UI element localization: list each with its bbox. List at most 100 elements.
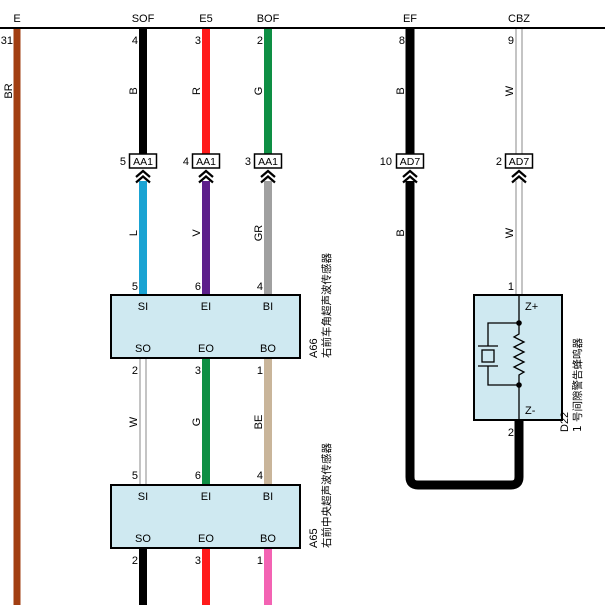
pin-number-cbz: 9	[508, 35, 514, 47]
pin-number-d22-z-plus: 1	[508, 281, 514, 293]
color-code-e5: R	[191, 87, 203, 95]
color-code-v: V	[191, 229, 203, 237]
color-code-e: BR	[3, 83, 15, 98]
component-id: A65	[308, 528, 320, 548]
color-code-g-a66-a65: G	[191, 418, 203, 427]
pin-number-d22-z-minus: 2	[508, 427, 514, 439]
pin-label-a65-bo: BO	[260, 533, 276, 545]
connector-name: AA1	[196, 156, 216, 168]
connector-pin: 10	[380, 156, 392, 168]
connector-box	[504, 153, 534, 169]
color-code-be-a66-a65: BE	[253, 415, 265, 430]
pin-label-a65-so: SO	[135, 533, 151, 545]
pin-number-a66-eo: 3	[195, 365, 201, 377]
connector-box	[253, 153, 283, 169]
component-a65: 5 6 4 SI EI BI SO EO BO 2 3 1 A65 右前中央超声…	[110, 443, 333, 567]
pin-number-sof: 4	[132, 35, 138, 47]
pin-number-e5: 3	[195, 35, 201, 47]
pin-label-a65-ei: EI	[201, 491, 211, 503]
component-id: A66	[308, 338, 320, 358]
pin-label-d22-z-plus: Z+	[525, 301, 538, 313]
connector-chevron-icon	[511, 169, 527, 184]
connector-pin: 4	[183, 156, 189, 168]
connector-chevron-icon	[135, 169, 151, 184]
connector-name: AA1	[258, 156, 278, 168]
pin-number-a65-bi: 4	[257, 470, 263, 482]
pin-label-d22-z-minus: Z-	[525, 405, 536, 417]
component-box	[473, 294, 563, 421]
piezo-element-icon	[481, 349, 495, 363]
connector-pin: 2	[496, 156, 502, 168]
pin-number-a66-ei: 6	[195, 281, 201, 293]
pin-label-a66-bo: BO	[260, 343, 276, 355]
buzzer-lead-top	[487, 296, 520, 346]
component-name: 1 号间隙警告蜂鸣器	[571, 337, 584, 432]
pin-number-ef: 8	[399, 35, 405, 47]
junction-dot-bottom	[516, 382, 522, 388]
junction-dot-top	[516, 320, 522, 326]
pin-number-a66-bo: 1	[257, 365, 263, 377]
pin-label-a65-si: SI	[138, 491, 148, 503]
color-code-gr: GR	[253, 225, 265, 242]
connector-chevron-icon	[402, 169, 418, 184]
pin-number-a66-so: 2	[132, 365, 138, 377]
color-code-w-a66-a65: W	[128, 416, 140, 427]
circuit-label-ef: EF	[403, 13, 417, 25]
color-code-bof: G	[253, 87, 265, 96]
component-d22: 1 Z+ Z- 2 D22 1 号间隙警告蜂鸣器	[473, 281, 584, 439]
connector-box	[191, 153, 221, 169]
pin-number-a66-si: 5	[132, 281, 138, 293]
circuit-label-e5: E5	[199, 13, 212, 25]
pin-number-a65-eo: 3	[195, 555, 201, 567]
pin-number-a65-ei: 6	[195, 470, 201, 482]
connector-name: AD7	[509, 156, 530, 168]
inline-connector-aa1-4: AA1 4	[183, 153, 221, 184]
connector-name: AD7	[400, 156, 421, 168]
inline-connector-ad7-10: AD7 10	[380, 153, 425, 184]
circuit-label-e: E	[13, 13, 20, 25]
component-id: D22	[559, 412, 571, 432]
circuit-label-cbz: CBZ	[508, 13, 530, 25]
connector-box	[395, 153, 425, 169]
component-name: 右前车角超声波传感器	[320, 253, 333, 358]
component-name: 右前中央超声波传感器	[320, 443, 333, 548]
pin-label-a66-eo: EO	[198, 343, 214, 355]
connector-chevron-icon	[260, 169, 276, 184]
pin-label-a66-bi: BI	[263, 301, 273, 313]
color-code-ef: B	[395, 87, 407, 94]
inline-connector-ad7-2: AD7 2	[496, 153, 534, 184]
pin-number-a65-so: 2	[132, 555, 138, 567]
pin-label-a66-si: SI	[138, 301, 148, 313]
circuit-label-sof: SOF	[132, 13, 155, 25]
connector-name: AA1	[133, 156, 153, 168]
connector-chevron-icon	[198, 169, 214, 184]
connector-pin: 3	[245, 156, 251, 168]
pin-label-a66-so: SO	[135, 343, 151, 355]
wire-ef-branch	[405, 181, 524, 490]
connector-box	[128, 153, 158, 169]
component-box	[110, 294, 301, 359]
connector-pin: 5	[120, 156, 126, 168]
pin-number-e: 31	[1, 35, 13, 47]
resistor-icon	[512, 323, 526, 385]
inline-connector-aa1-3: AA1 3	[245, 153, 283, 184]
color-code-l: L	[128, 230, 140, 236]
pin-number-bof: 2	[257, 35, 263, 47]
pin-label-a65-bi: BI	[263, 491, 273, 503]
buzzer-symbol-icon	[478, 296, 526, 419]
pin-label-a66-ei: EI	[201, 301, 211, 313]
circuit-label-bof: BOF	[257, 13, 280, 25]
component-box	[110, 484, 301, 549]
color-code-sof: B	[128, 87, 140, 94]
buzzer-lead-bottom	[487, 366, 520, 419]
color-code-cbz: W	[504, 85, 516, 96]
inline-connector-aa1-5: AA1 5	[120, 153, 158, 184]
pin-label-a65-eo: EO	[198, 533, 214, 545]
component-a66: 5 6 4 SI EI BI SO EO BO 2 3 1 A66 右前车角超声…	[110, 253, 333, 377]
pin-number-a66-bi: 4	[257, 281, 263, 293]
color-code-cbz-branch: W	[504, 227, 516, 238]
pin-number-a65-si: 5	[132, 470, 138, 482]
pin-number-a65-bo: 1	[257, 555, 263, 567]
color-code-ef-branch: B	[395, 229, 407, 236]
